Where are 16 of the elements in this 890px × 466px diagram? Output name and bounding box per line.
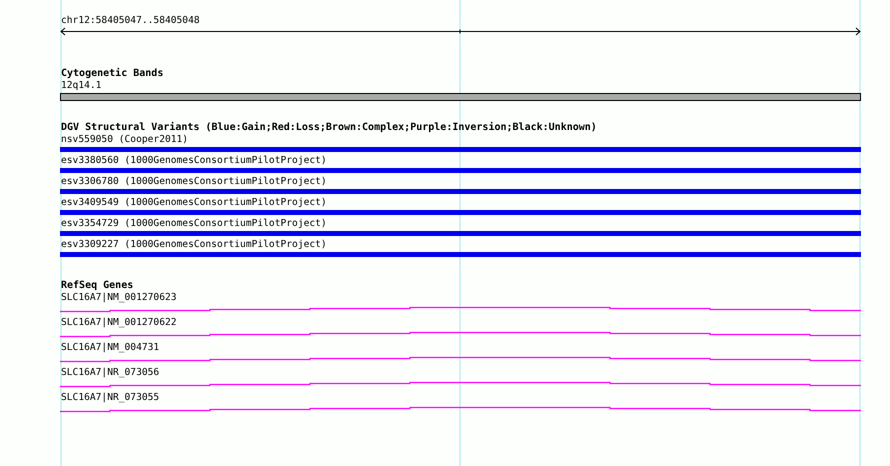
band-label: 12q14.1 (61, 80, 102, 91)
variant-label: esv3409549 (1000GenomesConsortiumPilotProject) (61, 197, 327, 208)
variant-label: esv3354729 (1000GenomesConsortiumPilotProject) (61, 218, 327, 229)
coordinate-label: chr12:58405047..58405048 (61, 15, 200, 26)
variant-label: nsv559050 (Cooper2011) (61, 134, 188, 145)
transcript-label: SLC16A7|NM_001270622 (61, 317, 177, 328)
transcript-label: SLC16A7|NR_073056 (61, 367, 160, 378)
variant-label: esv3306780 (1000GenomesConsortiumPilotProject) (61, 176, 327, 187)
track-title: Cytogenetic Bands (61, 68, 164, 79)
transcript-label: SLC16A7|NR_073055 (61, 392, 160, 403)
track-title: DGV Structural Variants (Blue:Gain;Red:Loss;Brown:Complex;Purple:Inversion;Black:Unknown) (61, 122, 597, 133)
variant-label: esv3309227 (1000GenomesConsortiumPilotProject) (61, 239, 327, 250)
track-title: RefSeq Genes (61, 280, 134, 291)
variant-label: esv3380560 (1000GenomesConsortiumPilotProject) (61, 155, 327, 166)
transcript-label: SLC16A7|NM_004731 (61, 342, 160, 353)
transcript-label: SLC16A7|NM_001270623 (61, 292, 177, 303)
